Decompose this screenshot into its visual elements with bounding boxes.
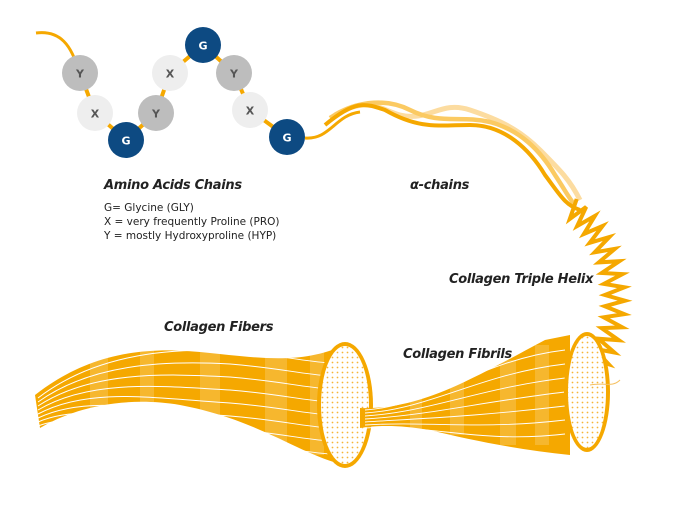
- label-collagen-fibrils: Collagen Fibrils: [403, 347, 512, 362]
- amino-acid-bead-X: X: [77, 95, 113, 131]
- amino-acid-bead-Y: Y: [216, 55, 252, 91]
- amino-acid-bead-G: G: [185, 27, 221, 63]
- amino-acid-bead-Y: Y: [138, 95, 174, 131]
- amino-acid-chain: Y X G Y X G Y X G: [35, 27, 361, 158]
- alpha-chains: [323, 100, 583, 212]
- label-collagen-fibers: Collagen Fibers: [164, 320, 274, 335]
- legend-hydroxyproline: Y = mostly Hydroxyproline (HYP): [104, 230, 277, 242]
- fibril-strand-line: [364, 391, 566, 420]
- amino-acid-legend: G= Glycine (GLY) X = very frequently Pro…: [104, 201, 280, 243]
- bead-letter: Y: [151, 108, 161, 121]
- collagen-fibers-bundle: [35, 342, 373, 468]
- fiber-cross-section: [321, 346, 369, 464]
- amino-acid-bead-X: X: [152, 55, 188, 91]
- fiber-strand-line: [37, 404, 331, 429]
- bead-circle: [62, 55, 98, 91]
- fibril-strand-line: [364, 405, 566, 423]
- bead-circle: [269, 119, 305, 155]
- amino-acid-bead-G: G: [108, 122, 144, 158]
- chain-tail-right: [304, 110, 361, 140]
- amino-acid-bead-G: G: [269, 119, 305, 155]
- label-amino-acids-chains: Amino Acids Chains: [104, 178, 242, 193]
- bead-circle: [152, 55, 188, 91]
- bead-letter: G: [121, 135, 130, 148]
- fiber-strand-line: [37, 396, 331, 416]
- bead-circle: [216, 55, 252, 91]
- bead-letter: G: [198, 40, 207, 53]
- amino-acid-bead-Y: Y: [62, 55, 98, 91]
- label-collagen-triple-helix: Collagen Triple Helix: [449, 272, 594, 287]
- legend-glycine: G= Glycine (GLY): [104, 202, 194, 214]
- bead-letter: X: [91, 108, 100, 121]
- fiber-strand-line: [37, 385, 331, 411]
- bead-circle: [138, 95, 174, 131]
- fiber-strand-line: [37, 419, 331, 455]
- collagen-fibrils-bundle: [360, 332, 621, 455]
- bead-circle: [77, 95, 113, 131]
- bead-circle: [185, 27, 221, 63]
- label-alpha-chains: α-chains: [410, 178, 470, 193]
- bead-letter: Y: [75, 68, 85, 81]
- fibril-strand-line: [364, 419, 566, 426]
- bead-circle: [232, 92, 268, 128]
- legend-proline: X = very frequently Proline (PRO): [104, 216, 280, 228]
- bead-letter: X: [166, 68, 175, 81]
- bead-circle: [108, 122, 144, 158]
- fibril-strand-line: [364, 377, 566, 417]
- fiber-strand-line: [37, 412, 331, 442]
- bead-letter: Y: [229, 68, 239, 81]
- bead-letter: X: [246, 105, 255, 118]
- fibril-strand-line: [364, 363, 566, 414]
- fibril-strand-line: [364, 427, 566, 438]
- bead-letter: G: [282, 132, 291, 145]
- fiber-strand-line: [37, 374, 331, 407]
- fiber-strand-line: [37, 349, 331, 399]
- fibril-strand-line: [364, 349, 566, 411]
- amino-acid-bead-X: X: [232, 92, 268, 128]
- fiber-strand-line: [37, 362, 331, 403]
- fibril-cross-section: [568, 336, 606, 448]
